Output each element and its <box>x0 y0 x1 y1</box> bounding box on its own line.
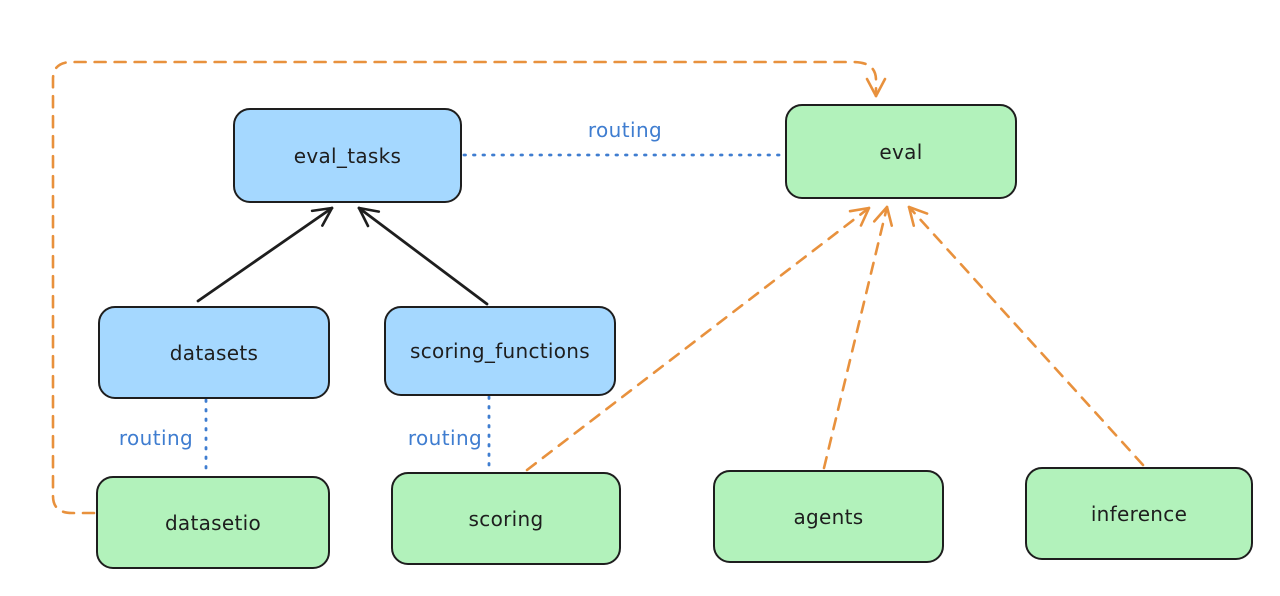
node-scoring-functions-label: scoring_functions <box>409 339 591 363</box>
edge-label-routing-eval-tasks-eval: routing <box>587 118 663 142</box>
edge-label-routing-datasets-datasetio: routing <box>118 426 194 450</box>
node-scoring-functions: scoring_functions <box>384 306 616 396</box>
edge-datasetio-to-eval <box>51 60 887 515</box>
edge-inference-to-eval <box>907 205 1145 467</box>
node-eval: eval <box>785 104 1017 199</box>
node-scoring-label: scoring <box>468 506 544 531</box>
node-eval-tasks-label: eval_tasks <box>293 143 402 168</box>
node-datasets: datasets <box>98 306 330 399</box>
node-datasetio-label: datasetio <box>164 510 262 535</box>
node-eval-tasks: eval_tasks <box>233 108 462 203</box>
node-datasetio: datasetio <box>96 476 330 569</box>
edge-agents-to-eval <box>822 205 894 470</box>
edge-label-routing-scoring-functions-scoring: routing <box>407 426 483 450</box>
edge-scoring-to-eval <box>525 206 871 472</box>
node-scoring: scoring <box>391 472 621 565</box>
node-datasets-label: datasets <box>169 340 259 365</box>
edge-datasets-to-eval-tasks <box>196 206 334 303</box>
node-agents: agents <box>713 470 944 563</box>
node-inference: inference <box>1025 467 1253 560</box>
edge-scoring-functions-to-eval-tasks <box>357 206 489 306</box>
node-agents-label: agents <box>793 504 864 529</box>
node-inference-label: inference <box>1090 501 1188 526</box>
node-eval-label: eval <box>879 139 923 164</box>
